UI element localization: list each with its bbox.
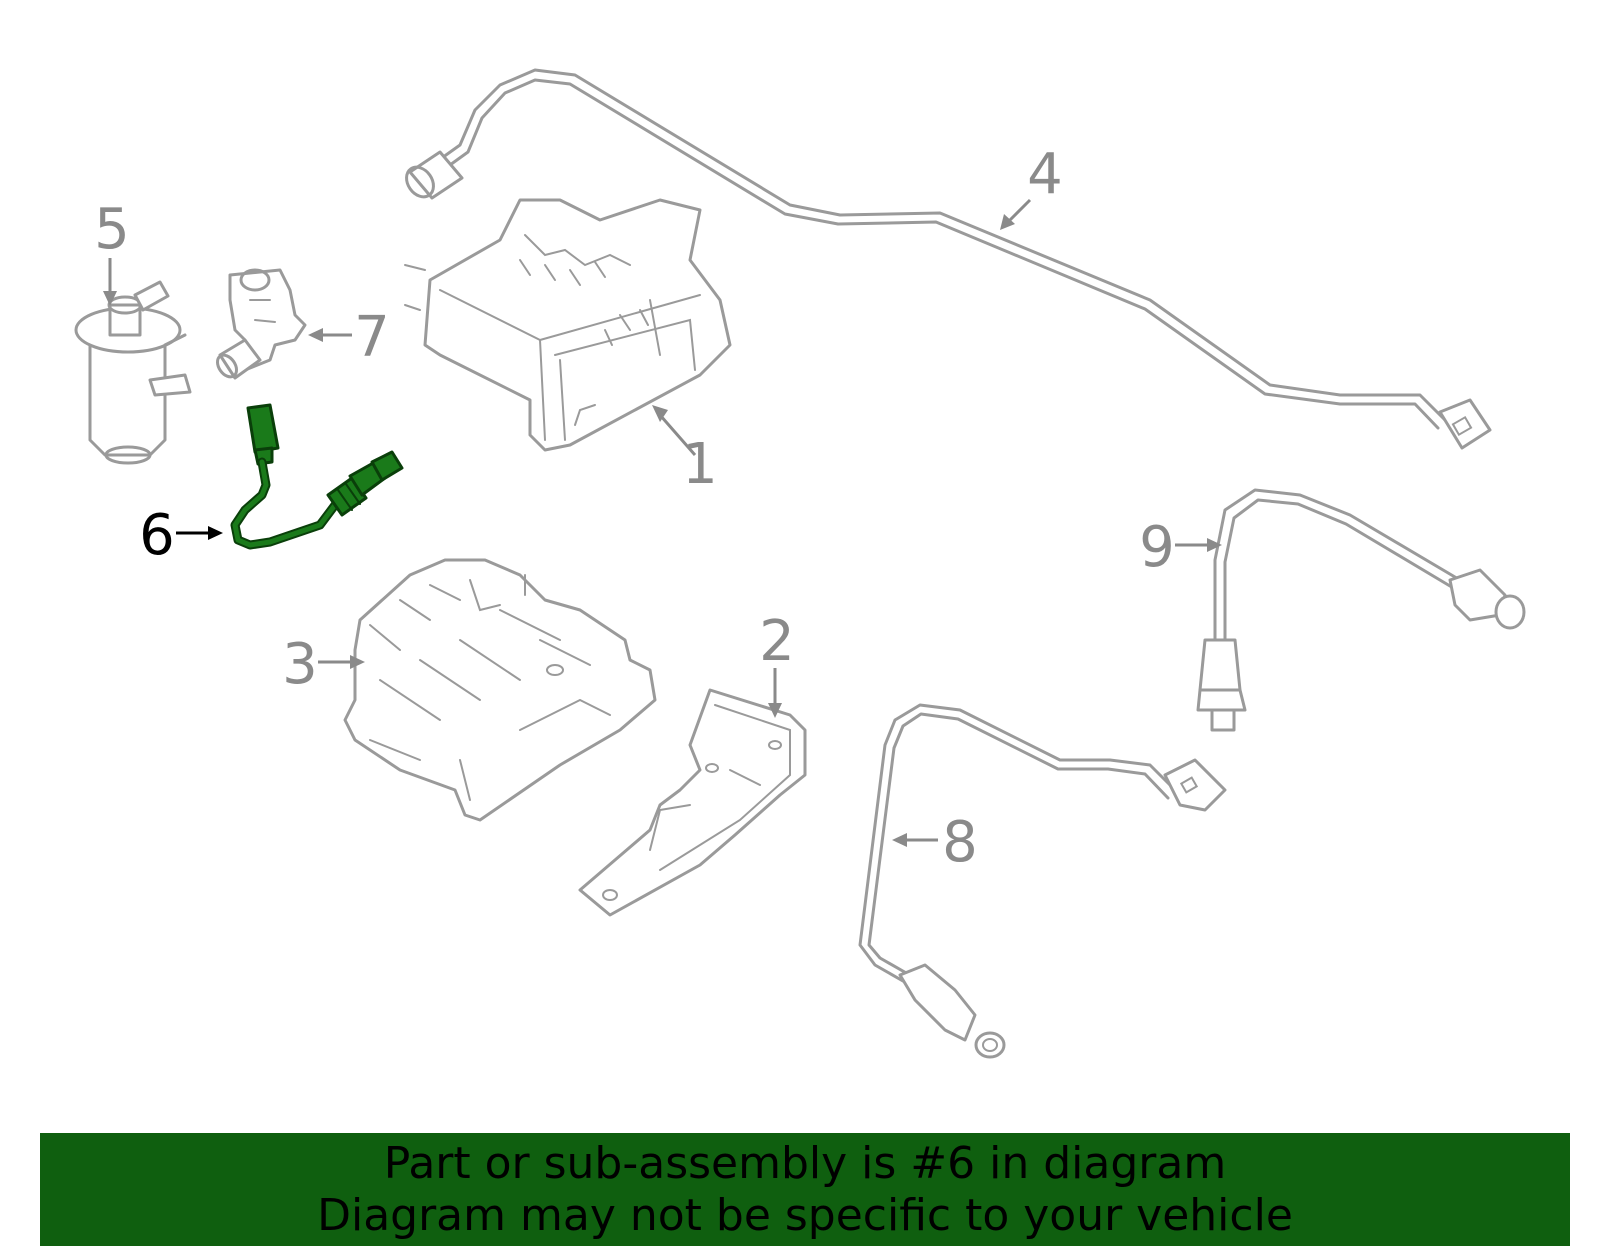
callout-6: 6: [139, 503, 223, 568]
part-7-valve[interactable]: [214, 268, 307, 380]
callout-label-3: 3: [282, 632, 318, 697]
callout-1: 1: [652, 405, 718, 497]
banner-line-2: Diagram may not be specific to your vehi…: [317, 1189, 1293, 1241]
callout-label-8: 8: [942, 810, 978, 875]
callout-9: 9: [1139, 515, 1222, 580]
part-4-hose[interactable]: [401, 68, 1492, 450]
callout-7: 7: [308, 305, 390, 370]
callout-label-6: 6: [139, 503, 175, 568]
callout-label-1: 1: [682, 432, 718, 497]
info-banner: Part or sub-assembly is #6 in diagram Di…: [40, 1133, 1570, 1246]
part-6-o2-sensor-highlighted[interactable]: [230, 403, 404, 550]
callout-label-2: 2: [759, 609, 795, 674]
callout-label-4: 4: [1027, 142, 1063, 207]
part-9-o2-sensor[interactable]: [1196, 488, 1526, 732]
part-8-o2-sensor[interactable]: [858, 703, 1227, 1059]
callout-label-5: 5: [94, 197, 130, 262]
callout-label-7: 7: [354, 305, 390, 370]
part-2-bracket[interactable]: [578, 688, 807, 917]
part-3-shield[interactable]: [343, 558, 657, 822]
callout-3: 3: [282, 632, 365, 697]
part-1-canister[interactable]: [404, 198, 732, 452]
callout-5: 5: [94, 197, 130, 306]
callout-2: 2: [759, 609, 795, 718]
callout-4: 4: [1000, 142, 1063, 230]
callout-label-9: 9: [1139, 515, 1175, 580]
banner-line-1: Part or sub-assembly is #6 in diagram: [383, 1137, 1227, 1189]
part-5-purge-valve[interactable]: [74, 280, 192, 465]
callout-8: 8: [892, 810, 978, 875]
